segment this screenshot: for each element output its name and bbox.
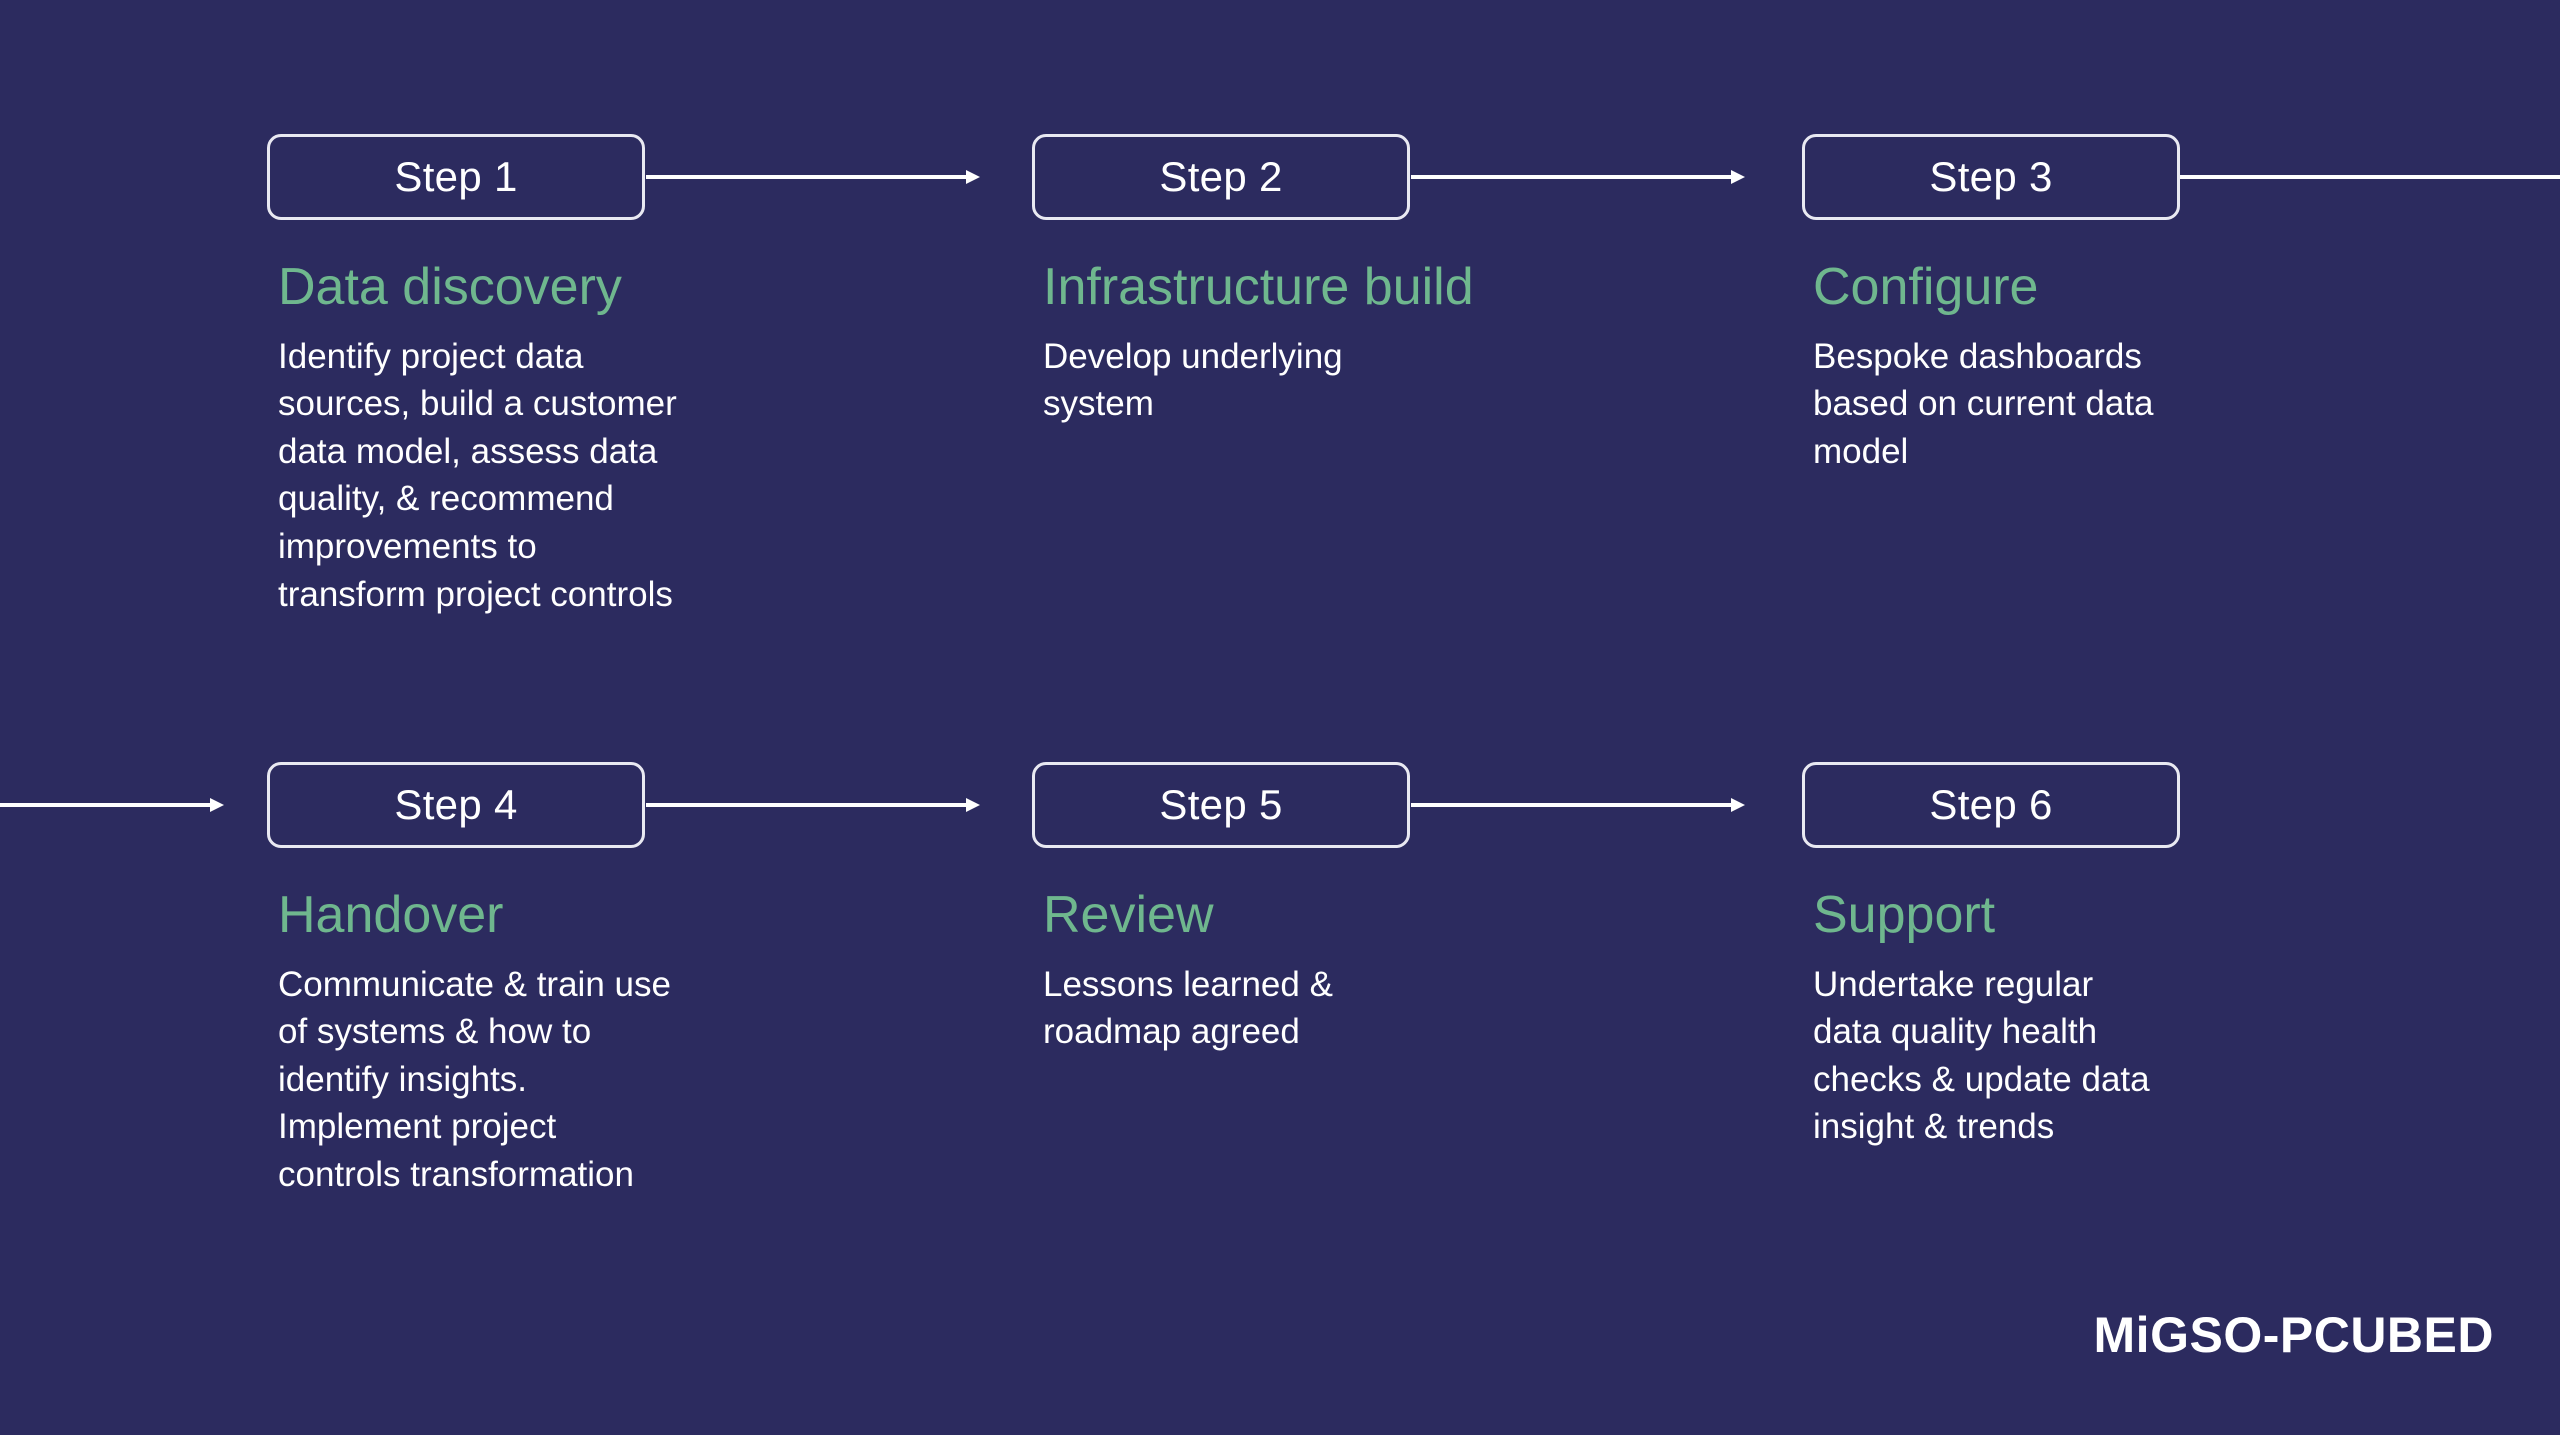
- step-card-2: Step 2 Infrastructure build Develop unde…: [1032, 134, 1592, 428]
- step-card-6: Step 6 Support Undertake regular data qu…: [1802, 762, 2362, 1151]
- step-badge-label-5: Step 5: [1159, 781, 1283, 828]
- step-badge-label-2: Step 2: [1159, 153, 1283, 200]
- step-title-4: Handover: [278, 886, 504, 944]
- step-description-4: Communicate & train use of systems & how…: [278, 964, 671, 1194]
- step-description-6: Undertake regular data quality health ch…: [1813, 964, 2150, 1147]
- step-title-6: Support: [1813, 886, 1996, 944]
- step-title-1: Data discovery: [278, 258, 622, 316]
- step-badge-label-1: Step 1: [394, 153, 518, 200]
- step-card-5: Step 5 Review Lessons learned & roadmap …: [1032, 762, 1592, 1056]
- step-description-1: Identify project data sources, build a c…: [278, 336, 677, 614]
- step-description-5: Lessons learned & roadmap agreed: [1043, 964, 1333, 1052]
- step-badge-label-3: Step 3: [1929, 153, 2053, 200]
- step-badge-2[interactable]: Step 2: [1032, 134, 1410, 220]
- step-description-3: Bespoke dashboards based on current data…: [1813, 336, 2154, 471]
- step-badge-label-4: Step 4: [394, 781, 518, 828]
- step-badge-6[interactable]: Step 6: [1802, 762, 2180, 848]
- step-title-2: Infrastructure build: [1043, 258, 1474, 316]
- step-badge-3[interactable]: Step 3: [1802, 134, 2180, 220]
- step-title-3: Configure: [1813, 258, 2039, 316]
- step-card-4: Step 4 Handover Communicate & train use …: [267, 762, 827, 1199]
- step-badge-4[interactable]: Step 4: [267, 762, 645, 848]
- step-title-5: Review: [1043, 886, 1214, 944]
- step-card-1: Step 1 Data discovery Identify project d…: [267, 134, 827, 618]
- step-description-2: Develop underlying system: [1043, 336, 1343, 424]
- brand-logo-wordmark: MiGSO-PCUBED: [2093, 1307, 2494, 1363]
- step-card-3: Step 3 Configure Bespoke dashboards base…: [1802, 134, 2362, 475]
- step-badge-1[interactable]: Step 1: [267, 134, 645, 220]
- step-badge-5[interactable]: Step 5: [1032, 762, 1410, 848]
- step-badge-label-6: Step 6: [1929, 781, 2053, 828]
